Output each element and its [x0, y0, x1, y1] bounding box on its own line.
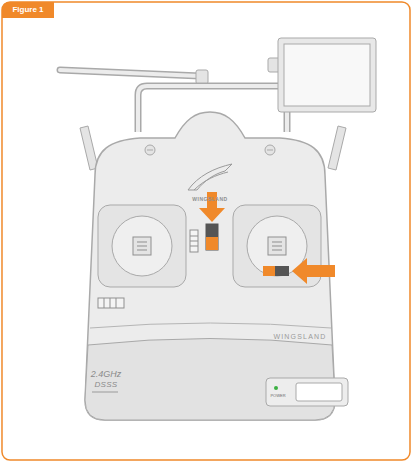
figure-tab — [2, 2, 54, 18]
stick-top — [133, 237, 151, 255]
power-switch-plate — [266, 378, 348, 406]
modulation-label: DSSS — [95, 381, 118, 389]
trim-slider — [98, 298, 124, 308]
stick-grip — [272, 242, 282, 250]
monitor-screen — [284, 44, 370, 106]
slide-switch — [263, 266, 289, 276]
mode-switch — [206, 224, 218, 250]
power-switch — [296, 383, 342, 401]
wing-logo — [188, 164, 232, 190]
mode-switch-highlight — [206, 237, 218, 250]
underline — [92, 392, 118, 393]
side-antenna — [328, 126, 346, 170]
trim-marks — [190, 236, 198, 246]
stick-gimbal — [98, 205, 186, 287]
trim-switch — [190, 230, 198, 252]
antenna-pivot — [196, 70, 208, 84]
stick-top — [268, 237, 286, 255]
trim-marks — [104, 298, 116, 308]
antenna-outline — [60, 70, 200, 76]
brand-logo-text: WINGSLAND — [192, 197, 227, 202]
screw-slot — [147, 150, 153, 151]
pointer-arrow — [292, 258, 335, 284]
frequency-label: 2.4GHz — [91, 370, 122, 379]
power-label: POWER — [270, 394, 285, 398]
power-led — [274, 386, 278, 390]
wing-logo — [194, 172, 228, 190]
antenna — [60, 70, 200, 76]
screw-slot — [267, 150, 273, 151]
screw — [145, 145, 155, 155]
screw — [265, 145, 275, 155]
monitor-housing — [278, 38, 376, 112]
transmitter-body — [85, 112, 335, 420]
panel-line — [90, 323, 331, 328]
slide-switch-highlight — [263, 266, 275, 276]
stick-ring — [112, 216, 172, 276]
brand-name: WINGSLAND — [273, 333, 326, 340]
side-antenna — [80, 126, 98, 170]
stick-grip — [137, 242, 147, 250]
figure-title: Figure 1 — [12, 6, 43, 14]
